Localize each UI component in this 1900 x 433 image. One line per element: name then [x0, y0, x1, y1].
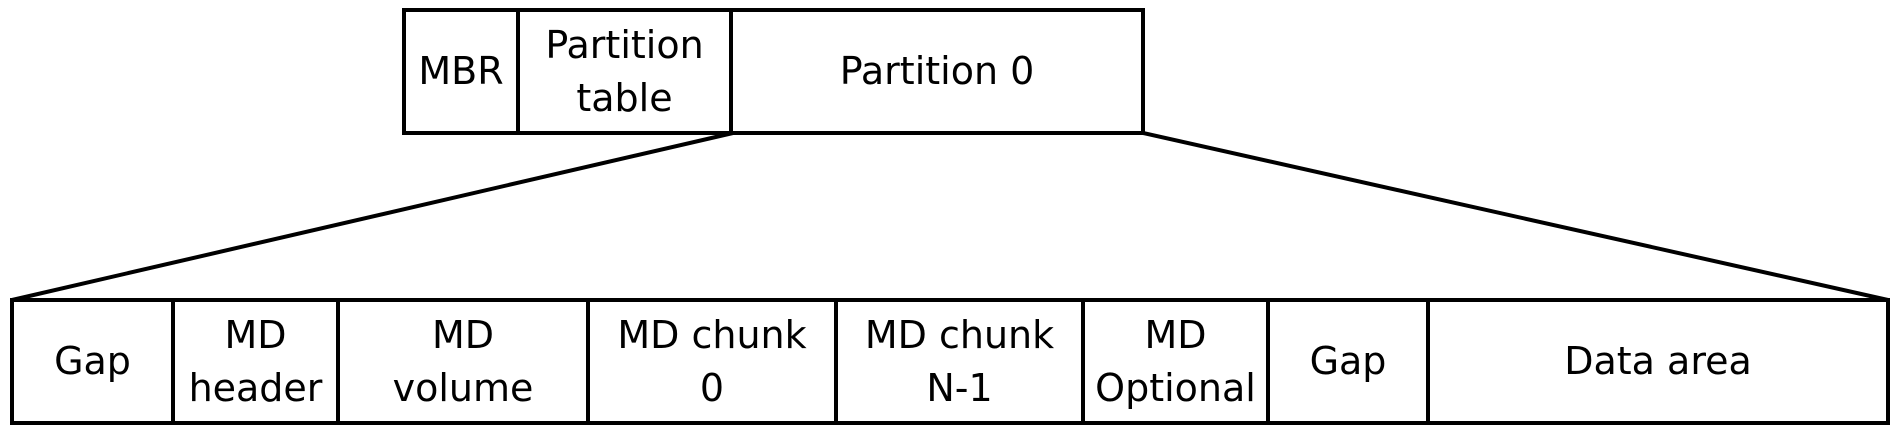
- box-partition-table-label: Partition table: [545, 22, 704, 120]
- box-md-chunk-n-1-label: MD chunk N-1: [864, 312, 1055, 410]
- expansion-line-left: [11, 131, 734, 302]
- box-mbr-label: MBR: [418, 49, 504, 93]
- box-md-optional: MD Optional: [1085, 302, 1270, 421]
- expansion-line-right: [1142, 131, 1889, 302]
- box-gap-right-label: Gap: [1309, 339, 1387, 383]
- box-gap-right: Gap: [1270, 302, 1430, 421]
- box-md-chunk-0: MD chunk 0: [590, 302, 838, 421]
- box-md-chunk-0-label: MD chunk 0: [617, 312, 807, 410]
- box-md-header-label: MD header: [188, 312, 323, 410]
- box-partition-0-label: Partition 0: [839, 49, 1035, 93]
- box-md-volume: MD volume: [340, 302, 590, 421]
- box-partition-0: Partition 0: [733, 12, 1141, 131]
- box-md-volume-label: MD volume: [392, 312, 534, 410]
- box-md-chunk-n-1: MD chunk N-1: [838, 302, 1085, 421]
- box-data-area: Data area: [1430, 302, 1886, 421]
- partition-0-detail-row: Gap MD header MD volume MD chunk 0 MD ch…: [10, 298, 1890, 425]
- box-data-area-label: Data area: [1564, 339, 1752, 383]
- box-gap-left-label: Gap: [54, 339, 131, 383]
- disk-row: MBR Partition table Partition 0: [402, 8, 1145, 135]
- box-md-header: MD header: [175, 302, 340, 421]
- box-mbr: MBR: [406, 12, 520, 131]
- box-partition-table: Partition table: [520, 12, 733, 131]
- box-md-optional-label: MD Optional: [1095, 312, 1256, 410]
- box-gap-left: Gap: [14, 302, 175, 421]
